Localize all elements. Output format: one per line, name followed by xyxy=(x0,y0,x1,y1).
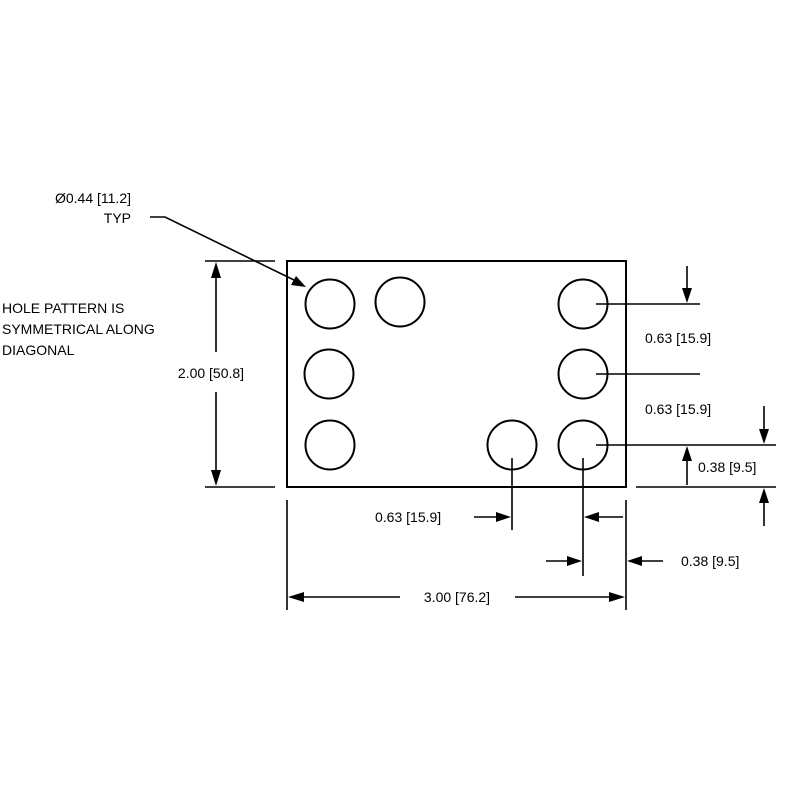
hole-pattern xyxy=(303,276,609,471)
bottom-extension-lines xyxy=(511,458,584,576)
hole xyxy=(304,419,356,471)
right-pitch-lower-label: 0.63 [15.9] xyxy=(645,401,711,417)
hole-callout-line2: TYP xyxy=(104,210,131,226)
right-edge-offset-arrows xyxy=(682,446,769,526)
pattern-note-line3: DIAGONAL xyxy=(2,342,75,358)
bottom-pitch-label: 0.63 [15.9] xyxy=(375,509,441,525)
bottom-edge-offset-label: 0.38 [9.5] xyxy=(681,553,739,569)
height-dimension-label: 2.00 [50.8] xyxy=(178,365,244,381)
pattern-note-line2: SYMMETRICAL ALONG xyxy=(2,321,155,337)
hole xyxy=(304,278,356,330)
right-extension-lines xyxy=(596,303,776,488)
pattern-note-line1: HOLE PATTERN IS xyxy=(2,300,124,316)
height-dimension xyxy=(205,260,275,488)
bottom-edge-offset-arrows xyxy=(546,556,663,566)
width-dimension xyxy=(286,500,627,610)
width-dimension-label: 3.00 [76.2] xyxy=(424,589,490,605)
right-pitch-upper-arrow xyxy=(682,266,692,303)
right-pitch-lower-arrow xyxy=(759,406,769,444)
right-pitch-upper-label: 0.63 [15.9] xyxy=(645,330,711,346)
right-edge-offset-label: 0.38 [9.5] xyxy=(698,459,756,475)
hole xyxy=(374,276,426,328)
hole xyxy=(303,348,355,400)
hole-callout-line1: Ø0.44 [11.2] xyxy=(55,190,131,206)
hole-callout-leader xyxy=(150,216,306,287)
bottom-pitch-arrows xyxy=(474,512,623,522)
